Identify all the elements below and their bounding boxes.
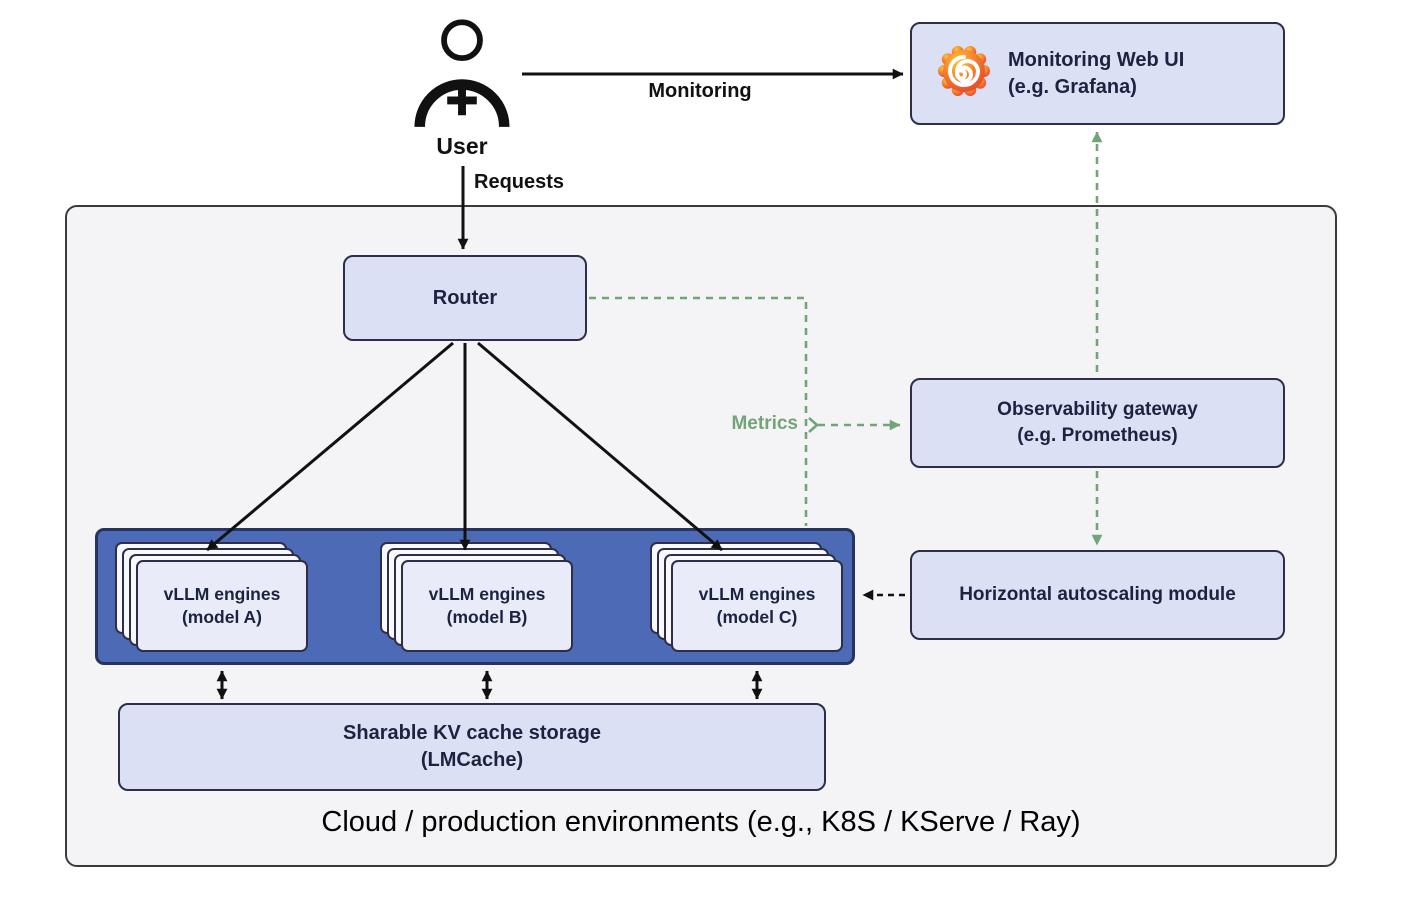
engine-card-model-c: vLLM engines (model C)	[671, 560, 843, 652]
engine-card-model-a: vLLM engines (model A)	[136, 560, 308, 652]
engine-a-title: vLLM engines	[163, 584, 281, 605]
engine-a-subtitle: (model A)	[181, 607, 263, 627]
observability-subtitle: (e.g. Prometheus)	[1017, 425, 1178, 446]
engine-b-title: vLLM engines	[428, 584, 546, 605]
monitoring-ui-subtitle: (e.g. Grafana)	[1008, 75, 1137, 98]
monitoring-web-ui-node: Monitoring Web UI (e.g. Grafana)	[910, 22, 1285, 125]
observability-title: Observability gateway	[997, 399, 1198, 421]
kv-cache-storage-node: Sharable KV cache storage (LMCache)	[118, 703, 826, 791]
engine-card-model-b: vLLM engines (model B)	[401, 560, 573, 652]
engine-c-title: vLLM engines	[698, 584, 816, 605]
engine-b-subtitle: (model B)	[446, 607, 528, 627]
observability-gateway-node: Observability gateway (e.g. Prometheus)	[910, 378, 1285, 468]
vllm-engines-model-b: vLLM engines (model B)	[380, 542, 576, 658]
vllm-engines-model-c: vLLM engines (model C)	[650, 542, 846, 658]
grafana-icon	[936, 43, 992, 104]
user-label: User	[436, 133, 488, 159]
vllm-engines-model-a: vLLM engines (model A)	[115, 542, 311, 658]
engine-c-subtitle: (model C)	[716, 607, 798, 627]
monitoring-ui-title: Monitoring Web UI	[1008, 48, 1185, 71]
router-label: Router	[432, 286, 498, 309]
router-node: Router	[343, 255, 587, 341]
monitoring-edge-label: Monitoring	[648, 80, 752, 102]
kv-cache-subtitle: (LMCache)	[420, 749, 524, 771]
autoscaler-label: Horizontal autoscaling module	[959, 584, 1236, 606]
user-add-icon	[414, 18, 510, 135]
metrics-edge-label: Metrics	[731, 413, 798, 434]
kv-cache-title: Sharable KV cache storage	[343, 722, 601, 744]
requests-edge-label: Requests	[474, 171, 565, 193]
autoscaler-node: Horizontal autoscaling module	[910, 550, 1285, 640]
environment-caption: Cloud / production environments (e.g., K…	[321, 806, 1081, 838]
